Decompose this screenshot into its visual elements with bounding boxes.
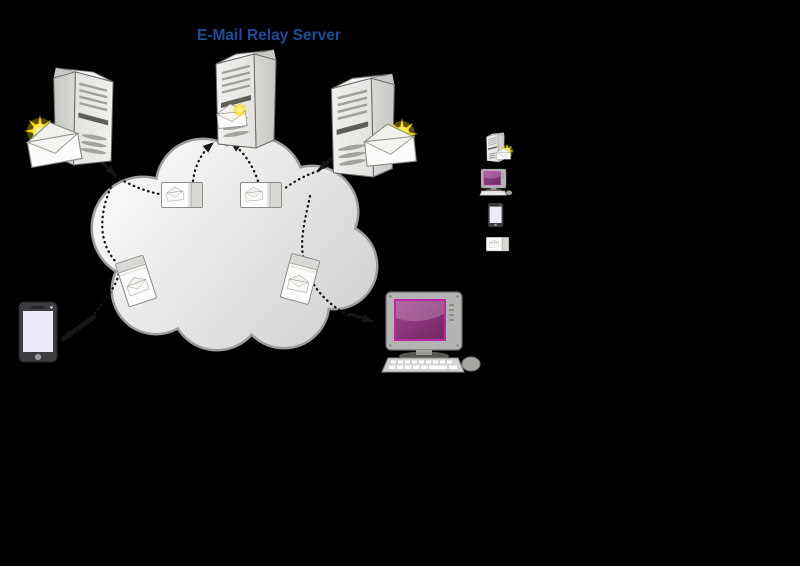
relay-server (214, 48, 278, 150)
legend-desktop-computer-icon (479, 168, 513, 196)
route-right-entry-to-packet (282, 169, 320, 191)
new-mail-spark-icon (232, 102, 248, 118)
mail-server-right (330, 72, 418, 179)
route-left-entry-to-packet (118, 177, 161, 196)
arrow-cloud-to-phone (60, 314, 97, 342)
route-cloud-to-phone (88, 176, 120, 322)
mail-server-left (24, 66, 115, 168)
legend-mail-packet-icon (486, 237, 509, 251)
route-right-packet-to-relay (229, 140, 260, 183)
route-left-packet-to-relay (191, 141, 215, 183)
arrow-right-server-to-cloud (317, 157, 333, 172)
smartphone-icon (18, 301, 58, 363)
arrow-cloud-to-computer (348, 312, 374, 323)
route-cloud-to-computer (300, 194, 352, 318)
desktop-computer-icon (381, 291, 481, 373)
diagram-title: E-Mail Relay Server (197, 27, 341, 44)
legend-mail-server-icon (486, 132, 515, 163)
legend-smartphone-icon (487, 202, 504, 228)
mail-packet-icon (241, 183, 282, 208)
server-tower-icon (214, 48, 278, 150)
message-routes (88, 140, 352, 322)
legend (479, 132, 515, 251)
mail-packet-icon (162, 183, 203, 208)
